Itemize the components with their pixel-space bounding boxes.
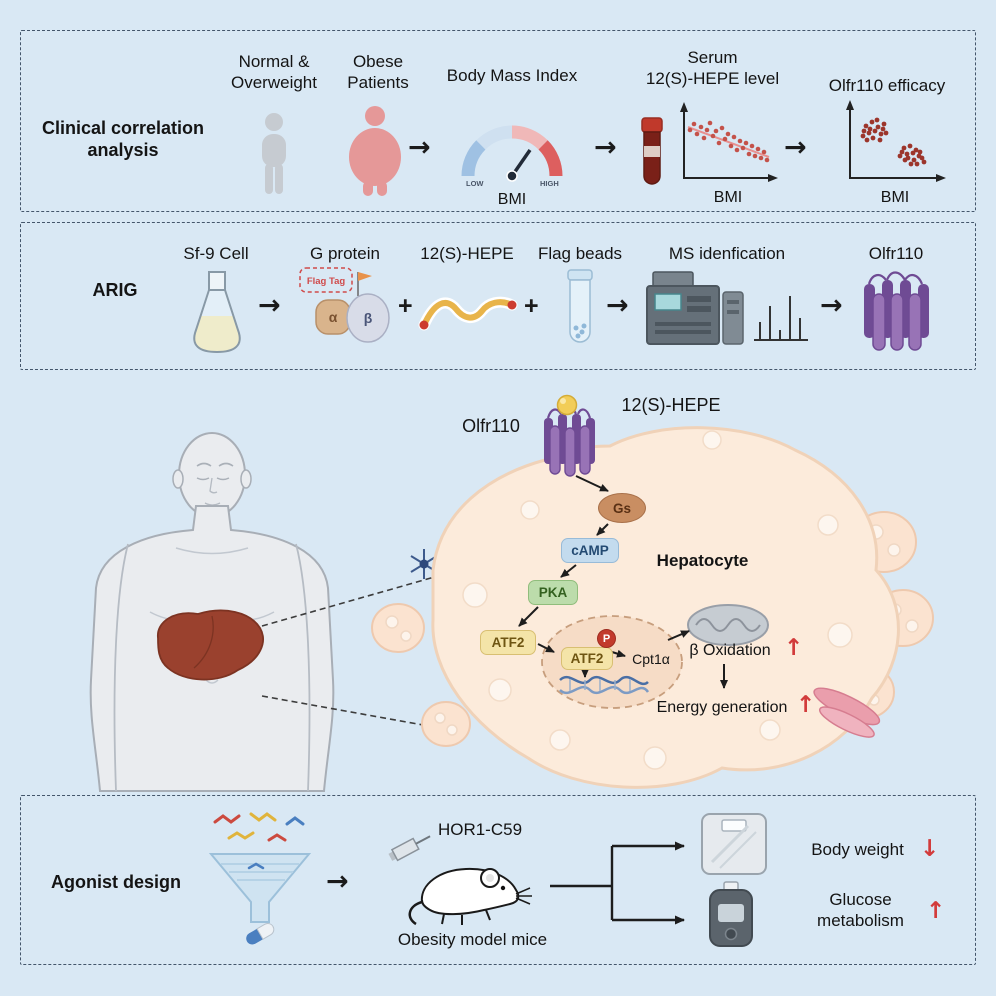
dna-icon xyxy=(559,675,650,695)
node-pka: PKA xyxy=(528,580,578,605)
hepatocyte-cell xyxy=(431,426,900,789)
panel2-title: ARIG xyxy=(92,280,138,300)
right-arrow-icon: → xyxy=(408,132,431,163)
efficacy-scatter-plot xyxy=(846,100,946,182)
label-bmi-3: BMI xyxy=(880,189,910,206)
screening-funnel-icon xyxy=(208,812,312,945)
down-arrow-icon: ↓ xyxy=(920,836,940,862)
mechanism-graphics xyxy=(89,394,934,792)
branch-arrows xyxy=(550,841,685,925)
gauge-high-label: HIGH xyxy=(540,179,559,188)
bmi-gauge-icon: LOW HIGH xyxy=(461,125,563,188)
mitochondria-icon xyxy=(687,604,769,646)
obese-person-icon xyxy=(349,106,401,196)
label-hepe-ligand: 12(S)-HEPE xyxy=(420,244,514,263)
label-obesity-model-mice: Obesity model mice xyxy=(397,930,548,949)
right-arrow-icon: → xyxy=(326,866,349,897)
flask-icon xyxy=(193,271,241,354)
olfr110-receptor-icon xyxy=(864,271,929,351)
up-arrow-icon: ↑ xyxy=(926,898,946,924)
label-ms-identification: MS idenfication xyxy=(668,244,786,263)
label-serum-hepe: Serum 12(S)-HEPE level xyxy=(645,48,780,88)
gauge-low-label: LOW xyxy=(466,179,484,188)
mass-spec-icon xyxy=(646,271,744,345)
plus-icon: + xyxy=(398,292,413,320)
label-hepe-main: 12(S)-HEPE xyxy=(621,395,721,415)
plus-icon: + xyxy=(524,292,539,320)
spectrum-icon xyxy=(754,296,808,341)
label-sf9-cell: Sf-9 Cell xyxy=(183,244,249,263)
label-hepatocyte: Hepatocyte xyxy=(656,551,749,570)
label-energy-generation: Energy generation xyxy=(656,699,788,716)
label-body-mass-index: Body Mass Index xyxy=(446,66,578,85)
label-g-protein: G protein xyxy=(310,244,380,263)
label-body-weight: Body weight xyxy=(811,840,904,859)
alpha-subunit-label: α xyxy=(329,309,338,325)
hepe-ligand-ball-icon xyxy=(556,394,578,416)
person-icon xyxy=(262,113,286,194)
label-obese-patients: Obese Patients xyxy=(347,52,409,92)
label-olfr110-receptor: Olfr110 xyxy=(868,244,924,263)
label-flag-beads: Flag beads xyxy=(537,244,623,263)
weighing-scale-icon xyxy=(701,813,767,875)
right-arrow-icon: → xyxy=(594,132,617,163)
label-olfr110-efficacy: Olfr110 efficacy xyxy=(828,76,946,95)
flag-tag-label: Flag Tag xyxy=(307,276,346,287)
label-glucose-metabolism: Glucose metabolism xyxy=(817,890,904,930)
beta-subunit-label: β xyxy=(364,310,373,326)
node-camp: cAMP xyxy=(561,538,619,563)
label-beta-oxidation: β Oxidation xyxy=(689,642,771,659)
liver-icon xyxy=(157,609,264,681)
node-atf2: ATF2 xyxy=(480,630,536,655)
hepe-molecule-icon xyxy=(418,296,518,331)
label-olfr110-main: Olfr110 xyxy=(462,416,520,436)
right-arrow-icon: → xyxy=(820,290,843,321)
node-atf2-nuclear: ATF2 xyxy=(561,647,613,670)
right-arrow-icon: → xyxy=(784,132,807,163)
panel-arig xyxy=(20,222,976,370)
label-bmi-2: BMI xyxy=(713,189,743,206)
zoom-lines xyxy=(261,575,463,733)
panel-clinical-correlation xyxy=(20,30,976,212)
pathway-arrows xyxy=(518,475,728,689)
right-arrow-icon: → xyxy=(258,290,281,321)
node-gs: Gs xyxy=(598,493,646,523)
muscle-icon xyxy=(813,687,881,738)
mouse-icon xyxy=(408,867,532,926)
up-arrow-icon: ↑ xyxy=(784,635,804,661)
panel-agonist-design xyxy=(20,795,976,965)
flag-beads-tube-icon xyxy=(567,269,593,343)
panel3-title: Agonist design xyxy=(51,872,181,892)
label-hor1-c59: HOR1-C59 xyxy=(437,820,523,839)
label-normal-overweight: Normal & Overweight xyxy=(231,52,317,92)
olfr110-receptor-main-icon xyxy=(544,394,595,477)
label-cpt1a: Cpt1α xyxy=(632,651,670,667)
blood-tube-icon xyxy=(641,117,663,185)
up-arrow-icon: ↑ xyxy=(796,692,816,718)
pill-icon xyxy=(246,923,275,945)
glucose-meter-icon xyxy=(709,881,753,947)
phospho-badge: P xyxy=(597,629,616,648)
right-arrow-icon: → xyxy=(606,290,629,321)
label-bmi-1: BMI xyxy=(497,191,527,208)
serum-scatter-plot xyxy=(680,102,778,182)
syringe-icon xyxy=(388,835,431,862)
panel1-title: Clinical correlation analysis xyxy=(41,118,205,160)
g-protein-icon: Flag Tag α β xyxy=(299,267,390,343)
